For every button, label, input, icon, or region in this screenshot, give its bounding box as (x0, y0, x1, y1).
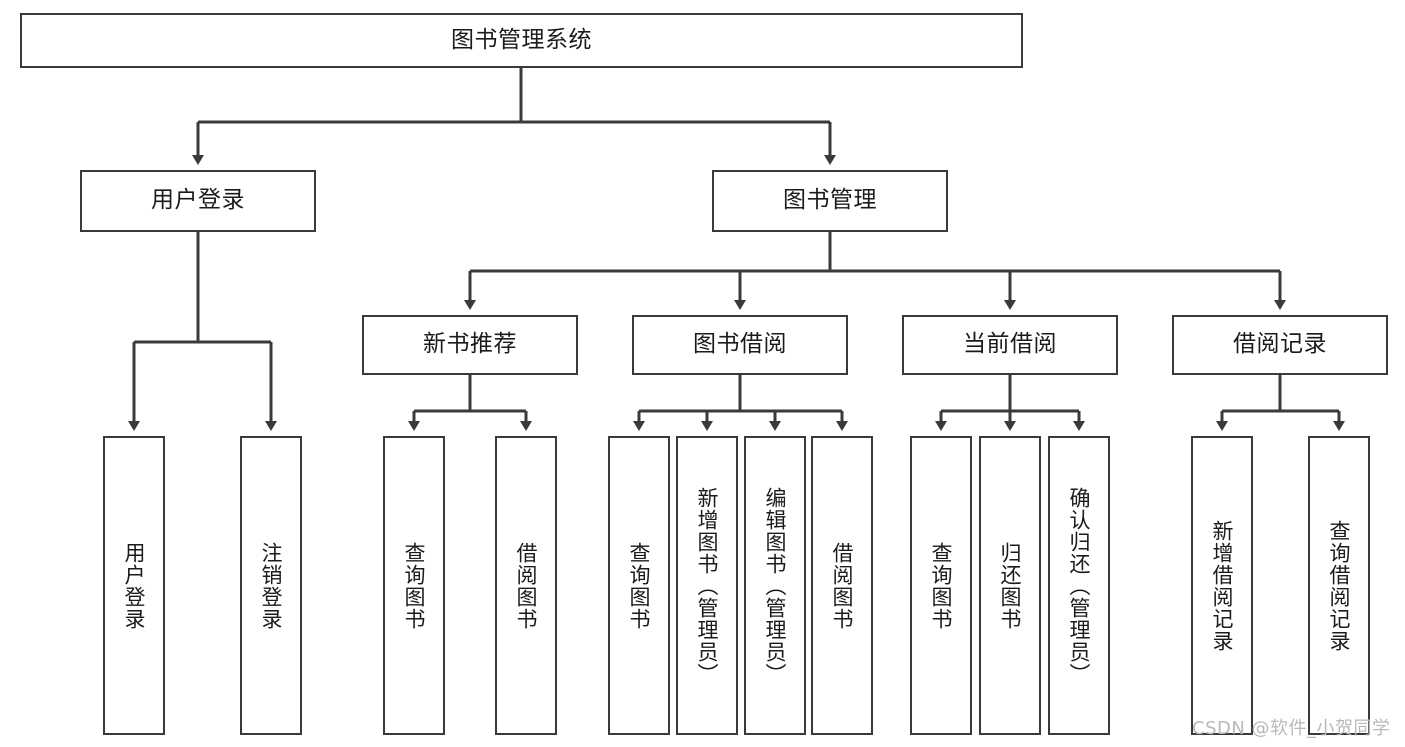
node-user-login-label: 用户登录 (151, 187, 245, 214)
leaf-current-borrow-query[interactable]: 查询图书 (910, 436, 972, 735)
leaf-user-login-login-label: 用户登录 (122, 541, 147, 630)
leaf-book-borrow-edit[interactable]: 编辑图书（管理员） (744, 436, 806, 735)
node-new-book-recommend-label: 新书推荐 (423, 331, 517, 358)
leaf-book-borrow-add-label: 新增图书（管理员） (695, 486, 720, 685)
leaf-book-borrow-query[interactable]: 查询图书 (608, 436, 670, 735)
node-new-book-recommend[interactable]: 新书推荐 (362, 315, 578, 375)
leaf-current-borrow-confirm[interactable]: 确认归还（管理员） (1048, 436, 1110, 735)
leaf-book-borrow-borrow-label: 借阅图书 (830, 541, 855, 630)
leaf-borrow-record-add[interactable]: 新增借阅记录 (1191, 436, 1253, 735)
node-book-borrow-label: 图书借阅 (693, 331, 787, 358)
edges-book-borrow (633, 375, 848, 431)
node-borrow-record-label: 借阅记录 (1233, 331, 1327, 358)
leaf-new-book-borrow[interactable]: 借阅图书 (495, 436, 557, 735)
node-borrow-record[interactable]: 借阅记录 (1172, 315, 1388, 375)
node-current-borrow[interactable]: 当前借阅 (902, 315, 1118, 375)
leaf-book-borrow-borrow[interactable]: 借阅图书 (811, 436, 873, 735)
leaf-book-borrow-query-label: 查询图书 (627, 541, 652, 630)
leaf-book-borrow-edit-label: 编辑图书（管理员） (763, 486, 788, 685)
leaf-book-borrow-add[interactable]: 新增图书（管理员） (676, 436, 738, 735)
leaf-new-book-query[interactable]: 查询图书 (383, 436, 445, 735)
leaf-current-borrow-return[interactable]: 归还图书 (979, 436, 1041, 735)
leaf-user-login-logout-label: 注销登录 (259, 541, 284, 630)
leaf-borrow-record-query[interactable]: 查询借阅记录 (1308, 436, 1370, 735)
node-book-borrow[interactable]: 图书借阅 (632, 315, 848, 375)
leaf-new-book-borrow-label: 借阅图书 (514, 541, 539, 630)
edges-root (192, 68, 836, 165)
leaf-borrow-record-query-label: 查询借阅记录 (1327, 519, 1352, 652)
edges-new-book (408, 375, 532, 431)
node-root-label: 图书管理系统 (451, 26, 592, 53)
node-book-management[interactable]: 图书管理 (712, 170, 948, 232)
leaf-new-book-query-label: 查询图书 (402, 541, 427, 630)
leaf-user-login-logout[interactable]: 注销登录 (240, 436, 302, 735)
leaf-current-borrow-query-label: 查询图书 (929, 541, 954, 630)
edges-borrow-record (1216, 375, 1345, 431)
edges-current-borrow (935, 375, 1085, 431)
edges-book-manage (464, 232, 1286, 310)
leaf-current-borrow-confirm-label: 确认归还（管理员） (1067, 486, 1092, 685)
edges-user-login (128, 232, 277, 431)
leaf-borrow-record-add-label: 新增借阅记录 (1210, 519, 1235, 652)
node-book-management-label: 图书管理 (783, 187, 877, 214)
leaf-current-borrow-return-label: 归还图书 (998, 541, 1023, 630)
node-current-borrow-label: 当前借阅 (963, 331, 1057, 358)
node-root[interactable]: 图书管理系统 (20, 13, 1023, 68)
leaf-user-login-login[interactable]: 用户登录 (103, 436, 165, 735)
node-user-login[interactable]: 用户登录 (80, 170, 316, 232)
